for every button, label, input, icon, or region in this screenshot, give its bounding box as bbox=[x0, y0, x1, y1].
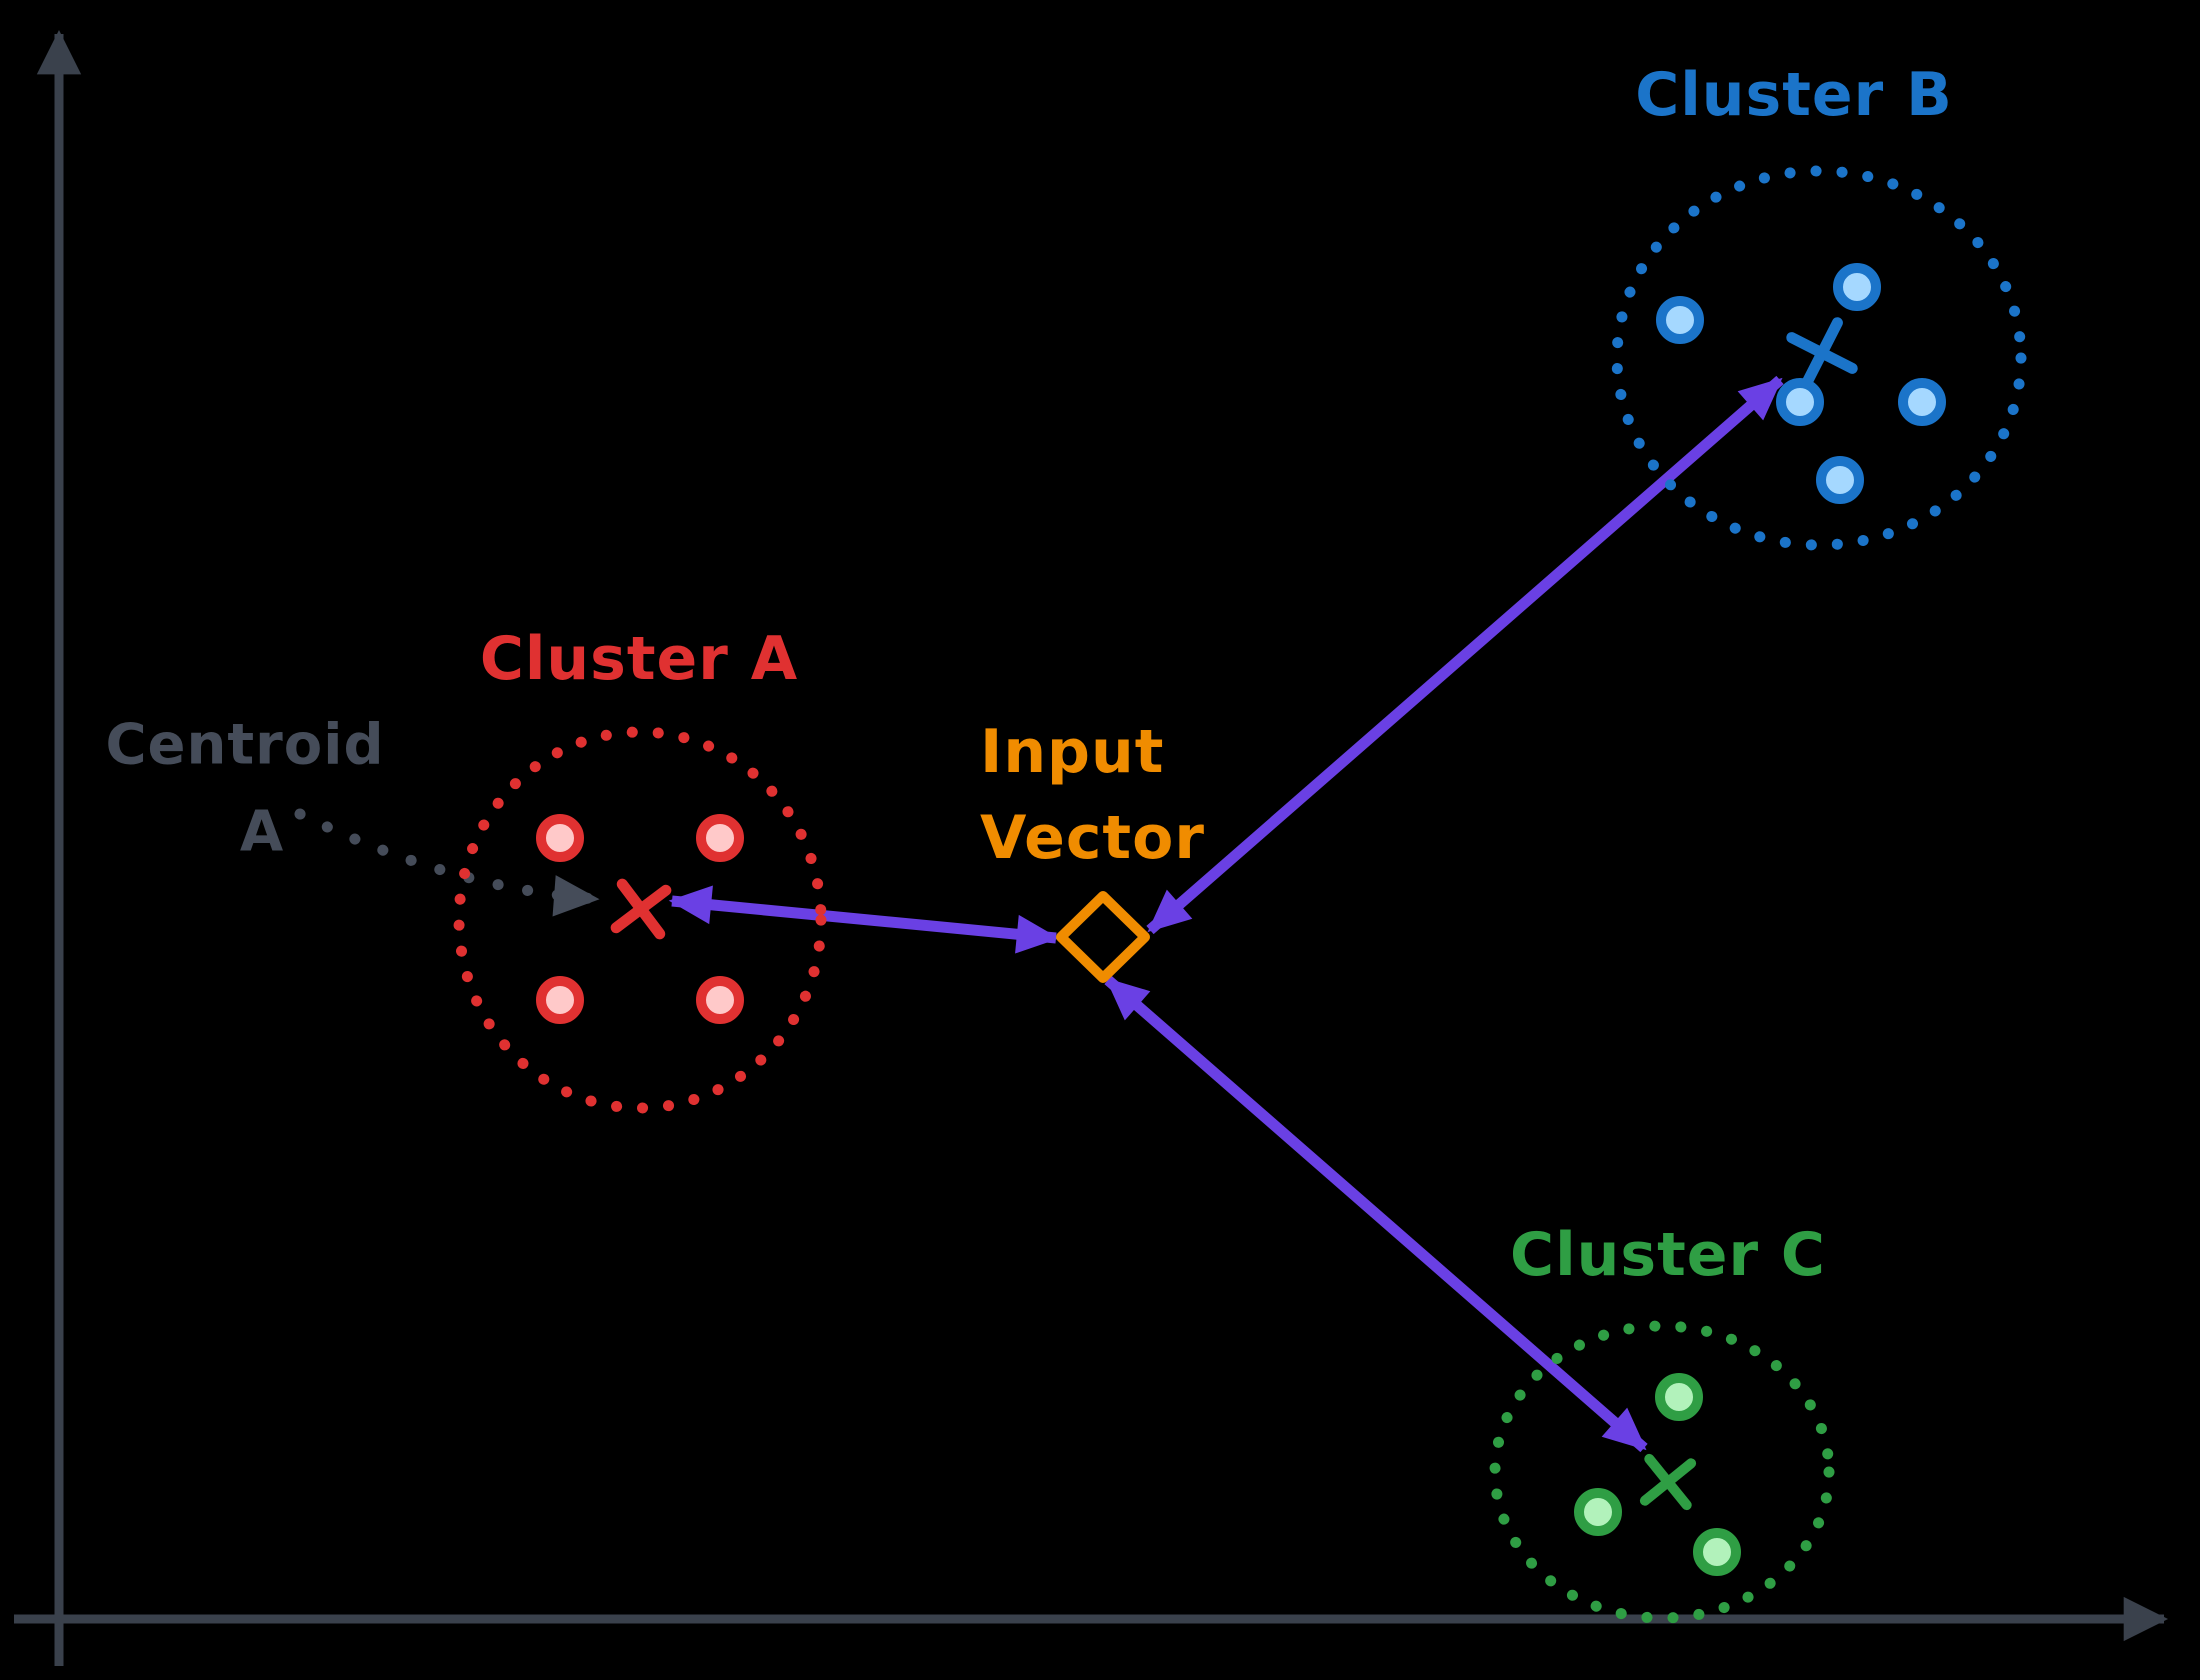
centroid-a-label-line2: A bbox=[239, 799, 285, 865]
centroid-a-label-line1: Centroid bbox=[105, 712, 385, 778]
cluster-c-point bbox=[1655, 1373, 1703, 1421]
cluster-b bbox=[1611, 165, 2027, 551]
cluster-b-label: Cluster B bbox=[1635, 60, 1953, 130]
cluster-b-point bbox=[1776, 378, 1824, 426]
cluster-a-centroid-x bbox=[610, 878, 672, 940]
cluster-b-boundary bbox=[1611, 165, 2027, 551]
cluster-a-point bbox=[536, 976, 584, 1024]
cluster-b-point bbox=[1816, 456, 1864, 504]
cluster-a-point bbox=[696, 976, 744, 1024]
arrow-input-to-centroid-c bbox=[1104, 975, 1648, 1453]
input-vector-label-line1: Input bbox=[980, 717, 1165, 787]
cluster-a-boundary bbox=[453, 726, 827, 1114]
arrow-input-to-centroid-b bbox=[1146, 375, 1784, 935]
cluster-b-point bbox=[1656, 296, 1704, 344]
cluster-a bbox=[453, 726, 827, 1114]
cluster-b-centroid-x bbox=[1786, 317, 1858, 389]
cluster-b-point bbox=[1898, 378, 1946, 426]
cluster-c-point bbox=[1574, 1488, 1622, 1536]
arrow-input-to-centroid-a bbox=[668, 885, 1060, 954]
input-vector-diamond bbox=[1056, 891, 1150, 983]
centroid-a-annotation-arrow bbox=[294, 808, 602, 917]
cluster-c-centroid-x bbox=[1639, 1453, 1697, 1511]
cluster-a-point bbox=[536, 814, 584, 862]
cluster-a-label: Cluster A bbox=[479, 624, 799, 694]
cluster-b-point bbox=[1833, 263, 1881, 311]
cluster-c-point bbox=[1693, 1528, 1741, 1576]
cluster-c-boundary bbox=[1489, 1320, 1835, 1624]
input-vector-label-line2: Vector bbox=[980, 803, 1205, 873]
cluster-c-label: Cluster C bbox=[1510, 1220, 1826, 1290]
cluster-a-point bbox=[696, 814, 744, 862]
cluster-c bbox=[1489, 1320, 1835, 1624]
